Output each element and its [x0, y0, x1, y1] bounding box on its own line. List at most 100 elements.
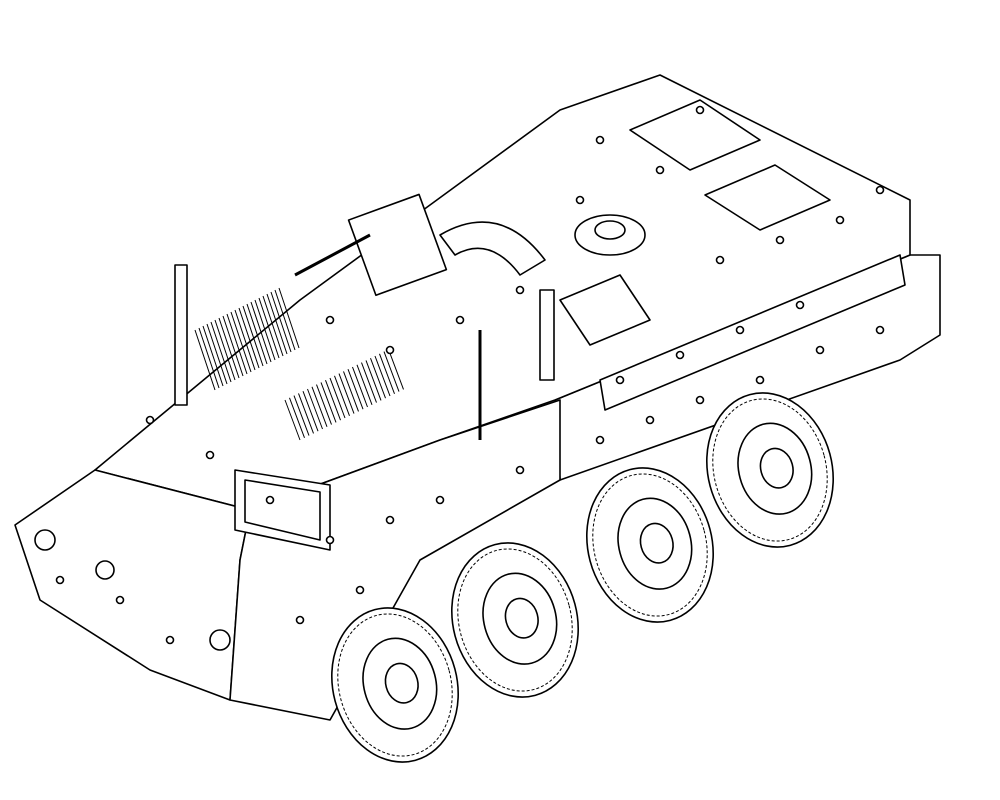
grille-slat — [320, 382, 337, 423]
grille-slat — [302, 391, 319, 432]
turret-ring — [439, 221, 546, 276]
grille-slat — [238, 307, 260, 369]
grille-slat — [234, 309, 256, 371]
grille-slat — [202, 325, 224, 387]
bolt — [385, 345, 395, 355]
hull-bolts — [55, 105, 885, 645]
grille-slat — [343, 371, 359, 412]
bolt — [515, 285, 525, 295]
wheels — [331, 392, 834, 763]
bolt — [595, 135, 605, 145]
grille-slat — [198, 327, 220, 389]
bolt — [55, 575, 65, 585]
bolt — [755, 375, 765, 385]
grille-slat — [214, 319, 236, 381]
driver-periscope-glass — [244, 479, 321, 541]
bolt — [205, 450, 215, 460]
grille-slat — [262, 295, 284, 357]
grille-slat — [218, 317, 240, 379]
bolt — [145, 415, 155, 425]
grille-slat — [254, 299, 276, 361]
front-glacis — [14, 469, 251, 701]
bolt — [795, 300, 805, 310]
engine-grilles — [194, 287, 404, 441]
wheel-hub — [759, 447, 794, 489]
bolt — [735, 325, 745, 335]
headlight — [95, 560, 115, 580]
grille-slat — [278, 287, 300, 349]
grille-slat — [316, 384, 332, 425]
grille-slat — [210, 321, 232, 383]
bolt — [265, 495, 275, 505]
grille-slat — [194, 329, 216, 391]
grille-slat — [347, 369, 364, 410]
grille-slat — [250, 301, 272, 363]
grille-slat — [325, 380, 341, 421]
bolt — [325, 315, 335, 325]
bolt — [695, 105, 705, 115]
grille-slat — [338, 373, 355, 414]
bolt — [455, 315, 465, 325]
grille-slat — [270, 291, 292, 353]
grille-slat — [298, 393, 314, 434]
antenna-post — [539, 289, 555, 381]
grille-slat — [266, 293, 288, 355]
bolt — [165, 635, 175, 645]
wheel-hub — [504, 597, 539, 639]
antenna-post — [174, 264, 188, 406]
grille-slat — [242, 305, 264, 367]
bolt — [355, 585, 365, 595]
grille-slat — [307, 388, 323, 430]
grille-slat — [374, 355, 391, 397]
bolt — [655, 165, 665, 175]
grille-slat — [388, 349, 404, 390]
bolt — [325, 535, 335, 545]
bolt — [715, 255, 725, 265]
bolt — [875, 325, 885, 335]
grille-slat — [365, 360, 382, 401]
bolt — [835, 215, 845, 225]
roof-hatch — [559, 274, 651, 346]
bolt — [295, 615, 305, 625]
grille-slat — [311, 386, 328, 427]
bolt — [595, 435, 605, 445]
bolt — [615, 375, 625, 385]
roof-hatch — [629, 99, 761, 171]
grille-slat — [293, 395, 310, 436]
grille-slat — [246, 303, 268, 365]
grille-slat — [383, 351, 400, 392]
wheel-hub — [384, 662, 419, 704]
grille-slat — [230, 311, 252, 373]
grille-slat — [329, 377, 346, 419]
grille-slat — [356, 364, 373, 405]
side-storage-rail — [599, 254, 906, 411]
grille-slat — [379, 353, 395, 394]
bolt — [385, 515, 395, 525]
grille-slat — [206, 323, 228, 385]
headlight — [209, 629, 231, 651]
grille-slat — [258, 297, 280, 359]
bolt — [115, 595, 125, 605]
bolt — [695, 395, 705, 405]
bolt — [515, 465, 525, 475]
gun-barrel — [294, 233, 371, 277]
wheel-hub — [639, 522, 674, 564]
grille-slat — [361, 362, 377, 403]
grille-slat — [352, 366, 368, 408]
bolt — [575, 195, 585, 205]
headlight — [34, 529, 56, 551]
bolt — [675, 350, 685, 360]
bolt — [875, 185, 885, 195]
grille-slat — [289, 397, 305, 438]
bolt — [435, 495, 445, 505]
grille-slat — [370, 358, 386, 399]
bolt — [775, 235, 785, 245]
grille-slat — [284, 399, 301, 441]
grille-slat — [222, 315, 244, 377]
bolt — [815, 345, 825, 355]
roof-hatch — [704, 164, 831, 231]
roof-dome-cap — [594, 220, 626, 240]
grille-slat — [274, 289, 296, 351]
